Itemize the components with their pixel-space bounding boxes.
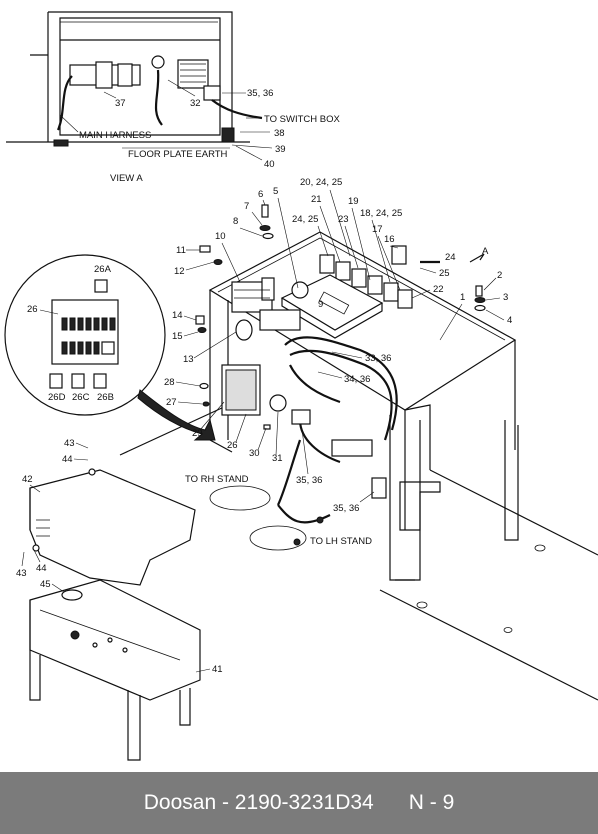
parts-diagram: 37 32 35, 36 TO SWITCH BOX 38 MAIN HARNE… bbox=[4, 11, 598, 761]
callout-38: 38 bbox=[274, 128, 285, 139]
callout-34-36: 34, 36 bbox=[344, 374, 370, 385]
fuse-box-detail bbox=[4, 254, 216, 441]
footer-bar: Doosan - 2190-3231D34 N - 9 bbox=[0, 772, 598, 834]
callout-32: 32 bbox=[190, 98, 201, 109]
callout-31: 31 bbox=[272, 453, 283, 464]
callout-26A: 26A bbox=[94, 264, 112, 275]
stand-41 bbox=[29, 579, 201, 761]
callout-26C: 26C bbox=[72, 392, 90, 403]
callout-28: 28 bbox=[164, 377, 175, 388]
callout-16: 16 bbox=[384, 234, 395, 245]
callout-13: 13 bbox=[183, 354, 194, 365]
callout-42: 42 bbox=[22, 474, 33, 485]
label-to-rh-stand: TO RH STAND bbox=[185, 474, 249, 485]
callout-2: 2 bbox=[497, 270, 502, 281]
callouts: 20, 24, 25 5 6 7 21 19 24, 25 23 18, 24,… bbox=[16, 177, 512, 675]
callout-40: 40 bbox=[264, 159, 275, 170]
callout-26-b: 26 bbox=[227, 440, 238, 451]
callout-23: 23 bbox=[338, 214, 349, 225]
footer-brand: Doosan - 2190-3231D34 bbox=[143, 791, 374, 814]
callout-41: 41 bbox=[212, 664, 223, 675]
callout-29: 29 bbox=[192, 428, 203, 439]
callout-5: 5 bbox=[273, 186, 278, 197]
callout-44-b: 44 bbox=[36, 563, 47, 574]
callout-26D: 26D bbox=[48, 392, 66, 403]
callout-11: 11 bbox=[176, 245, 186, 256]
callout-43-a: 43 bbox=[64, 438, 75, 449]
cover-42 bbox=[29, 468, 196, 586]
callout-30: 30 bbox=[249, 448, 260, 459]
callout-35-36-b: 35, 36 bbox=[296, 475, 322, 486]
callout-26B: 26B bbox=[97, 392, 114, 403]
footer-page: N - 9 bbox=[408, 791, 455, 814]
callout-12: 12 bbox=[174, 266, 185, 277]
callout-20-24-25: 20, 24, 25 bbox=[300, 177, 342, 188]
view-a-labels: 37 32 35, 36 TO SWITCH BOX 38 MAIN HARNE… bbox=[59, 79, 340, 184]
label-to-switch-box: TO SWITCH BOX bbox=[264, 114, 340, 125]
callout-15: 15 bbox=[172, 331, 183, 342]
callout-39: 39 bbox=[275, 144, 286, 155]
callout-17: 17 bbox=[372, 224, 383, 235]
callout-24-25-a: 24, 25 bbox=[292, 214, 318, 225]
view-a-inset bbox=[6, 11, 263, 147]
callout-44-a: 44 bbox=[62, 454, 73, 465]
main-cabinet bbox=[119, 204, 598, 701]
callout-a-arrow: A bbox=[482, 246, 489, 257]
fuse-row-bottom bbox=[61, 341, 115, 355]
callout-14: 14 bbox=[172, 310, 183, 321]
callout-25: 25 bbox=[439, 268, 450, 279]
callout-45: 45 bbox=[40, 579, 51, 590]
callout-3: 3 bbox=[503, 292, 508, 303]
callout-24: 24 bbox=[445, 252, 456, 263]
callout-35-36-a: 35, 36 bbox=[247, 88, 273, 99]
callout-37: 37 bbox=[115, 98, 126, 109]
fuse-row-top bbox=[61, 317, 116, 331]
label-view-a: VIEW A bbox=[110, 173, 143, 184]
callout-1: 1 bbox=[460, 292, 465, 303]
label-main-harness: MAIN HARNESS bbox=[79, 130, 151, 141]
callout-35-36-c: 35, 36 bbox=[333, 503, 359, 514]
callout-4: 4 bbox=[507, 315, 512, 326]
callout-33-36: 33, 36 bbox=[365, 353, 391, 364]
label-to-lh-stand: TO LH STAND bbox=[310, 536, 372, 547]
callout-27: 27 bbox=[166, 397, 177, 408]
callout-10: 10 bbox=[215, 231, 226, 242]
label-floor-plate-earth: FLOOR PLATE EARTH bbox=[128, 149, 228, 160]
callout-18-24-25: 18, 24, 25 bbox=[360, 208, 402, 219]
callout-43-b: 43 bbox=[16, 568, 27, 579]
callout-19: 19 bbox=[348, 196, 359, 207]
callout-26: 26 bbox=[27, 304, 38, 315]
callout-22: 22 bbox=[433, 284, 444, 295]
callout-9: 9 bbox=[318, 299, 323, 310]
callout-6: 6 bbox=[258, 189, 263, 200]
callout-7: 7 bbox=[244, 201, 249, 212]
callout-8: 8 bbox=[233, 216, 238, 227]
footer-gap bbox=[374, 791, 409, 815]
callout-21: 21 bbox=[311, 194, 322, 205]
